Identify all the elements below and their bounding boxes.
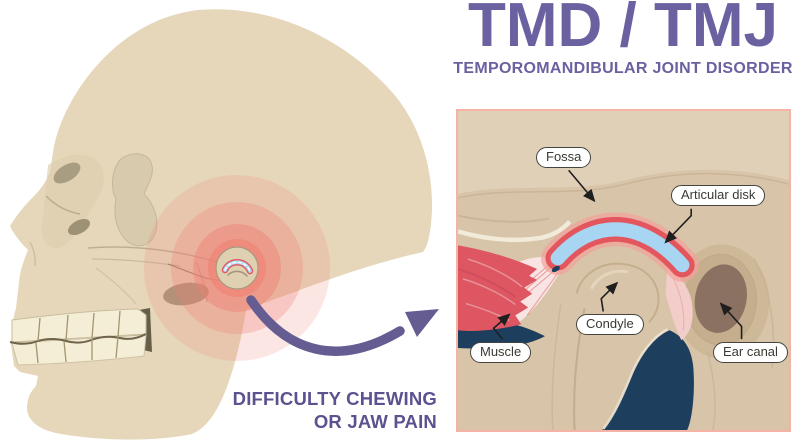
sigmoid-notch-shadow xyxy=(163,282,209,306)
pointer-muscle xyxy=(492,313,511,340)
skull-illustration xyxy=(9,9,439,440)
navy-jaw-space xyxy=(602,330,694,430)
page-subtitle: TEMPOROMANDIBULAR JOINT DISORDER xyxy=(453,60,793,77)
skull-bone-highlight xyxy=(458,111,789,194)
condyle-outline xyxy=(575,262,660,324)
caption-line-2: OR JAW PAIN xyxy=(313,410,437,432)
tmj-detail-panel: Fossa Articular disk Condyle Muscle Ear … xyxy=(456,109,791,432)
coronoid-line xyxy=(195,261,208,303)
condyle-highlight xyxy=(590,269,629,290)
orbit-floor-shadow xyxy=(67,218,91,236)
eye-socket-icon xyxy=(53,162,81,184)
label-condyle: Condyle xyxy=(576,314,644,335)
tmj-joint-icon xyxy=(215,246,259,290)
label-articular-disk: Articular disk xyxy=(671,185,766,206)
articular-disk-icon xyxy=(540,212,700,282)
caption-line-1: DIFFICULTY CHEWING xyxy=(232,388,437,409)
retrodiscal-streak xyxy=(672,278,685,331)
label-pointers xyxy=(492,169,743,340)
skull-base-white-line xyxy=(458,220,572,243)
nasal-line xyxy=(29,241,36,267)
jaw-behind-ear-contour xyxy=(706,349,716,430)
orbit-rim-line xyxy=(45,195,81,215)
bone-contour-top xyxy=(458,172,789,199)
label-muscle: Muscle xyxy=(470,342,532,363)
pointer-condyle xyxy=(600,281,619,312)
label-ear-canal: Ear canal xyxy=(713,342,788,363)
temple-shape xyxy=(112,153,158,247)
caption-text: DIFFICULTY CHEWING OR JAW PAIN xyxy=(233,388,437,433)
tmj-anatomy-illustration xyxy=(458,111,789,430)
pointer-ear-canal xyxy=(719,302,743,340)
ramus-front-line-2 xyxy=(551,304,562,430)
bone-contour-mid xyxy=(458,214,550,223)
retrodiscal-tissue xyxy=(665,267,693,341)
teeth-icon xyxy=(9,308,147,366)
pointer-articular-disk xyxy=(664,208,692,244)
ear-canal-icon xyxy=(694,264,747,333)
pointer-fossa xyxy=(568,169,596,203)
navy-edge-highlight xyxy=(602,328,669,430)
cheek-line xyxy=(95,267,137,305)
curved-arrow-icon xyxy=(246,295,439,356)
label-fossa: Fossa xyxy=(536,147,592,168)
disk-anterior-marker xyxy=(551,265,560,273)
page-title: TMD / TMJ xyxy=(468,0,778,60)
